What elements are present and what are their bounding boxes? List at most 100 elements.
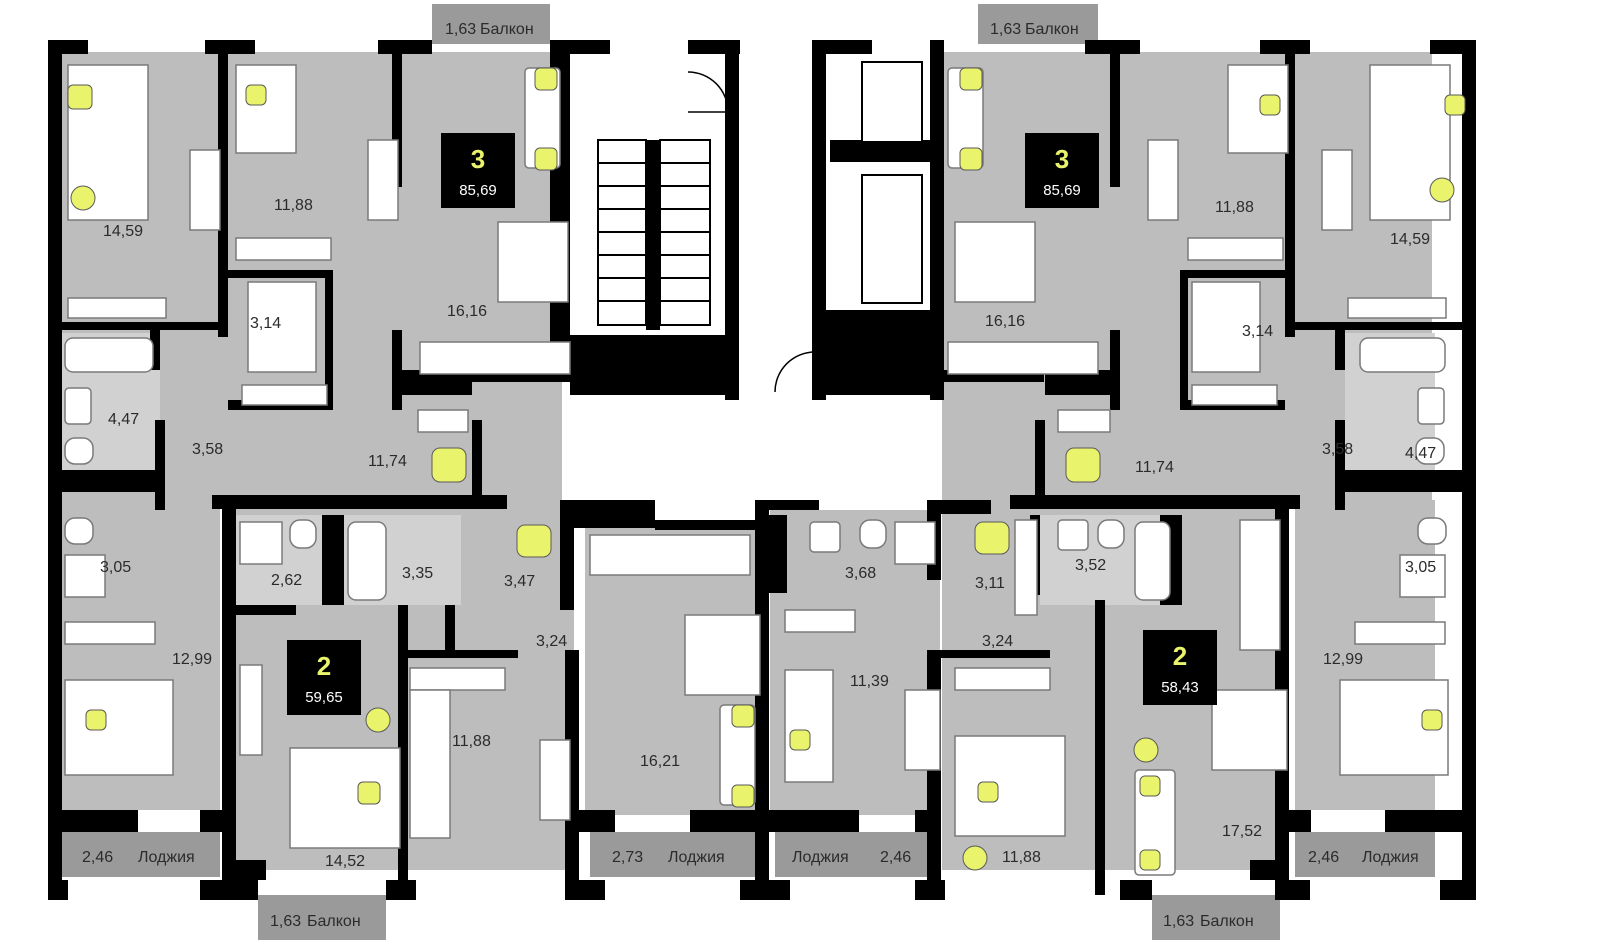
room-area: 11,74 (1135, 459, 1174, 476)
room-area-labels: 14,59 11,88 16,16 3,14 4,47 3,58 11,74 3… (100, 197, 1436, 870)
bed (784, 669, 834, 783)
badge-apt-3-left[interactable]: 3 85,69 (441, 133, 515, 208)
wall (62, 470, 162, 492)
wall (560, 500, 655, 528)
fan-icon (1259, 94, 1281, 116)
bed (64, 679, 174, 776)
badge-apt-2-left[interactable]: 2 59,65 (287, 640, 361, 715)
room-area: 3,35 (402, 565, 433, 582)
radiator-icon (64, 621, 156, 645)
footprints-icon (431, 447, 467, 483)
wall (322, 515, 344, 605)
badge-apt-2-right[interactable]: 2 58,43 (1143, 630, 1217, 705)
fan-icon (85, 709, 107, 731)
wall (755, 500, 769, 880)
fan-icon (731, 704, 755, 728)
wall (48, 40, 88, 54)
shower (1399, 554, 1446, 598)
badge-apt-3-right[interactable]: 3 85,69 (1025, 133, 1099, 208)
radiator-icon (784, 609, 856, 633)
fan-icon (1139, 849, 1161, 871)
badge-bg (287, 640, 361, 715)
balcony-area: 1,63 (1163, 913, 1194, 930)
wall (769, 515, 787, 593)
wall (398, 605, 408, 895)
wall (1260, 40, 1310, 54)
wall (769, 500, 819, 510)
loggia-label: Лоджия (668, 849, 725, 866)
fan-icon (1444, 94, 1466, 116)
desk (367, 139, 399, 221)
wall (408, 650, 518, 658)
wall (445, 605, 455, 650)
toilet-icon (64, 517, 94, 545)
room-area: 3,24 (536, 633, 567, 650)
wall (812, 40, 826, 400)
room-area: 3,05 (1405, 559, 1436, 576)
fan-icon (67, 84, 93, 110)
room-area: 3,14 (250, 315, 281, 332)
stairwell (590, 60, 729, 330)
badge-bg (1143, 630, 1217, 705)
wall (1462, 40, 1476, 900)
room-area: 3,14 (1242, 323, 1273, 340)
footprints-icon (516, 524, 552, 558)
shower (64, 554, 106, 598)
wall (236, 860, 266, 880)
loggia-area: 2,73 (612, 849, 643, 866)
rooms-count: 3 (1055, 144, 1069, 174)
room-area: 11,88 (452, 733, 491, 750)
rooms-count: 2 (1173, 641, 1187, 671)
wall (1275, 810, 1311, 832)
room-area: 17,52 (1222, 823, 1262, 840)
sink-icon (64, 387, 92, 425)
radiator-icon (1187, 237, 1284, 261)
wall (1120, 880, 1152, 900)
radiator-icon (235, 237, 332, 261)
balcony-top-right-fill (978, 4, 1098, 44)
wall (1385, 810, 1476, 832)
toilet-icon (1097, 519, 1125, 549)
wall (1110, 52, 1120, 187)
room-area: 11,88 (274, 197, 313, 214)
balcony-area: 1,63 (990, 21, 1021, 38)
wall (392, 52, 402, 187)
radiator-icon (1347, 297, 1447, 319)
room-area: 11,88 (1002, 849, 1041, 866)
wall (1010, 495, 1300, 509)
plant-icon (962, 845, 988, 871)
wall (212, 495, 507, 509)
balcony-label: Балкон (307, 913, 361, 930)
room-area: 16,16 (985, 313, 1025, 330)
loggia-area: 2,46 (1308, 849, 1339, 866)
wall (218, 52, 228, 337)
fan-icon (959, 147, 983, 171)
stair-landing-wall (646, 140, 660, 330)
room-area: 3,24 (982, 633, 1013, 650)
apartment-area: 59,65 (305, 689, 343, 706)
wall (1180, 270, 1188, 410)
door-swing-icon (774, 351, 816, 393)
badge-bg (1025, 133, 1099, 208)
room-area: 3,47 (504, 573, 535, 590)
shower (894, 521, 936, 565)
room-area: 14,59 (1390, 231, 1430, 248)
radiator-icon (1354, 621, 1446, 645)
plant-icon (1133, 737, 1159, 763)
balcony-label: Балкон (1200, 913, 1254, 930)
radiator-icon (241, 384, 328, 406)
radiator-icon (1014, 519, 1038, 616)
balcony-area: 1,63 (445, 21, 476, 38)
kitchen-counter (419, 341, 571, 375)
sink-icon (809, 521, 841, 553)
room-area: 3,58 (192, 441, 223, 458)
loggia-center-left-fill (590, 832, 755, 877)
wall (740, 880, 790, 900)
wall (565, 880, 605, 900)
wall (150, 330, 160, 370)
radiator-icon (1057, 409, 1111, 433)
desk (1321, 149, 1353, 231)
elevator-shaft-1 (861, 61, 923, 143)
wardrobe (1191, 281, 1261, 373)
